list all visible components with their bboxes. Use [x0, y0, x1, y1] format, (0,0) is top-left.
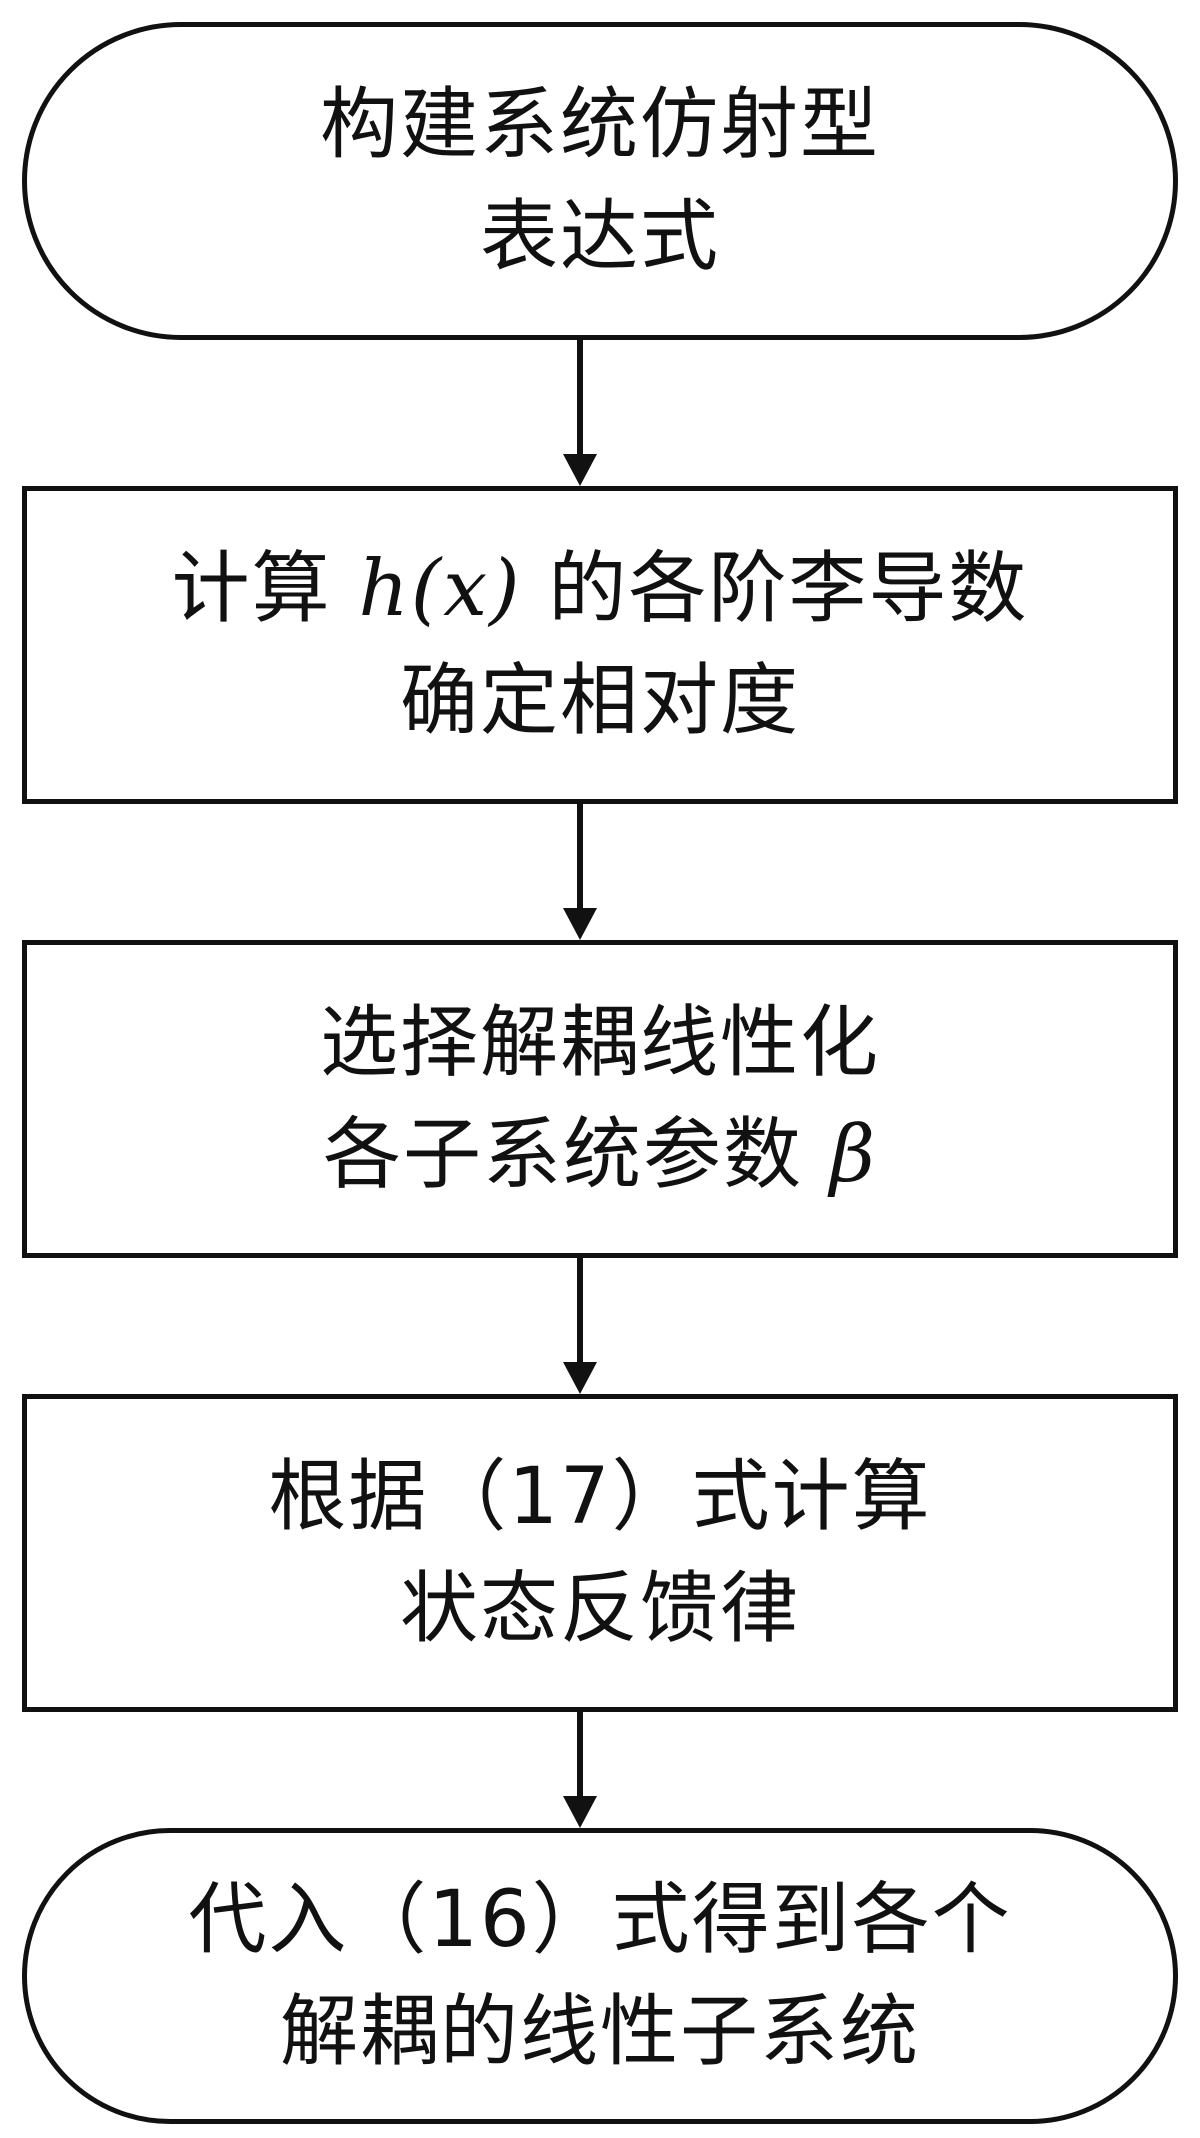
node-start-line-2: 表达式: [479, 192, 720, 282]
node-step2-math-beta: β: [829, 1110, 877, 1200]
arrow-step2-to-step3: [563, 1258, 597, 1394]
process-node-lie-derivative: 计算 h(x) 的各阶李导数 确定相对度: [22, 486, 1178, 804]
node-end-line-2: 解耦的线性子系统: [279, 1987, 920, 2077]
start-terminal-node: 构建系统仿射型 表达式: [22, 22, 1178, 340]
node-step1-math-h-of-x: h(x): [358, 544, 522, 634]
end-terminal-node: 代入（16）式得到各个 解耦的线性子系统: [22, 1828, 1178, 2124]
node-end-line-1: 代入（16）式得到各个: [188, 1875, 1012, 1965]
node-step1-line-1-part-3: 的各阶李导数: [521, 544, 1029, 634]
node-start-line-1: 构建系统仿射型: [319, 80, 880, 170]
process-node-feedback-law: 根据（17）式计算 状态反馈律: [22, 1394, 1178, 1712]
process-node-decoupling: 选择解耦线性化 各子系统参数 β: [22, 940, 1178, 1258]
node-step3-line-1: 根据（17）式计算: [268, 1452, 932, 1542]
node-step1-line-1: 计算 h(x) 的各阶李导数: [172, 533, 1029, 645]
node-step2-line-2-part-1: 各子系统参数: [323, 1110, 830, 1200]
arrow-step1-to-step2: [563, 804, 597, 940]
node-step2-line-2: 各子系统参数 β: [323, 1099, 877, 1211]
arrow-step3-to-end: [563, 1712, 597, 1828]
node-step2-line-1: 选择解耦线性化: [319, 998, 880, 1088]
node-step3-line-2: 状态反馈律: [399, 1564, 800, 1654]
node-step1-line-1-part-1: 计算: [171, 544, 359, 634]
arrow-start-to-step1: [563, 340, 597, 486]
node-step1-line-2: 确定相对度: [399, 656, 800, 746]
